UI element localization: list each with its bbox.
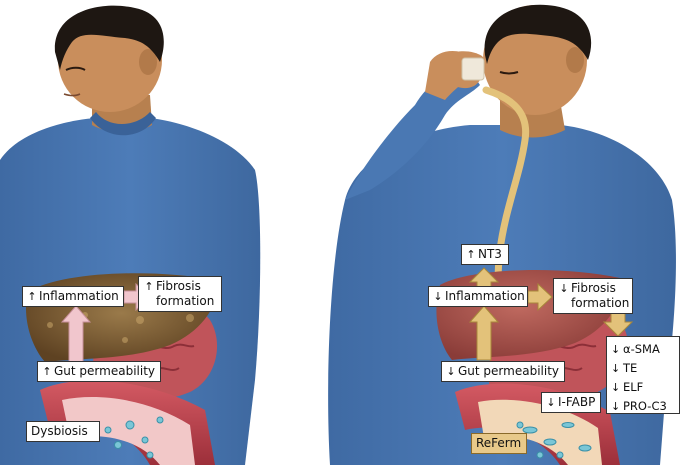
left-arrow-up (60, 305, 92, 369)
left-collar (90, 112, 156, 136)
right-hair (484, 4, 592, 64)
right-cup (461, 57, 485, 81)
left-mouth (63, 93, 81, 97)
arrow-up-icon: ↑ (42, 365, 52, 378)
gut-permeability-text: Gut permeability (54, 364, 155, 378)
dysbiosis-text: Dysbiosis (31, 424, 88, 438)
arrow-down-icon: ↓ (559, 282, 569, 295)
arrow-down-icon: ↓ (611, 381, 621, 394)
left-inflammation-label: ↑Inflammation (22, 286, 124, 307)
arrow-down-icon: ↓ (433, 290, 443, 303)
fibrosis-line2: formation (156, 294, 215, 308)
right-arrow-right (527, 282, 553, 312)
right-inflammation-label: ↓Inflammation (428, 286, 528, 307)
gut-permeability-text: Gut permeability (458, 364, 559, 378)
marker-text: α-SMA (623, 342, 660, 356)
left-vessel-inner (62, 397, 195, 465)
marker-item: ↓ELF (611, 378, 675, 397)
left-eye (65, 66, 86, 71)
marker-list: ↓α-SMA ↓TE ↓ELF ↓PRO-C3 (606, 336, 680, 414)
arrow-up-icon: ↑ (144, 280, 154, 293)
right-ear (566, 47, 584, 73)
dysbiosis-label: Dysbiosis (26, 421, 100, 442)
marker-text: TE (623, 361, 638, 375)
arrow-down-icon: ↓ (446, 365, 456, 378)
arrow-down-icon: ↓ (611, 343, 621, 356)
marker-item: ↓TE (611, 359, 675, 378)
arrow-up-icon: ↑ (27, 290, 37, 303)
left-gut-permeability-label: ↑Gut permeability (37, 361, 161, 382)
right-nt3-label: ↑NT3 (461, 244, 509, 265)
right-eye (499, 71, 519, 75)
fibrosis-line1: Fibrosis (156, 279, 201, 293)
right-vessel-inner (478, 399, 602, 465)
inflammation-text: Inflammation (39, 289, 119, 303)
arrow-down-icon: ↓ (611, 400, 621, 413)
right-ifabp-label: ↓I-FABP (541, 392, 601, 413)
fibrosis-line2: formation (571, 296, 630, 310)
left-ear (139, 49, 157, 75)
fibrosis-line1: Fibrosis (571, 281, 616, 295)
inflammation-text: Inflammation (445, 289, 525, 303)
right-bacteria (508, 421, 592, 459)
right-fibrosis-label: ↓Fibrosis formation (553, 278, 633, 314)
marker-text: ELF (623, 380, 644, 394)
arrow-down-icon: ↓ (611, 362, 621, 375)
right-arrow-up-lower (468, 305, 500, 361)
left-fibrosis-label: ↑Fibrosis formation (138, 276, 222, 312)
arrow-up-icon: ↑ (466, 248, 476, 261)
right-gut-permeability-label: ↓Gut permeability (441, 361, 565, 382)
referm-label: ReFerm (471, 433, 527, 454)
referm-text: ReFerm (476, 436, 522, 450)
ifabp-text: I-FABP (558, 395, 596, 409)
marker-text: PRO-C3 (623, 399, 667, 413)
nt3-text: NT3 (478, 247, 502, 261)
right-arm (345, 69, 480, 200)
marker-item: ↓PRO-C3 (611, 397, 675, 416)
arrow-down-icon: ↓ (546, 396, 556, 409)
marker-item: ↓α-SMA (611, 340, 675, 359)
left-hair (54, 5, 164, 70)
left-bacteria (104, 416, 164, 459)
